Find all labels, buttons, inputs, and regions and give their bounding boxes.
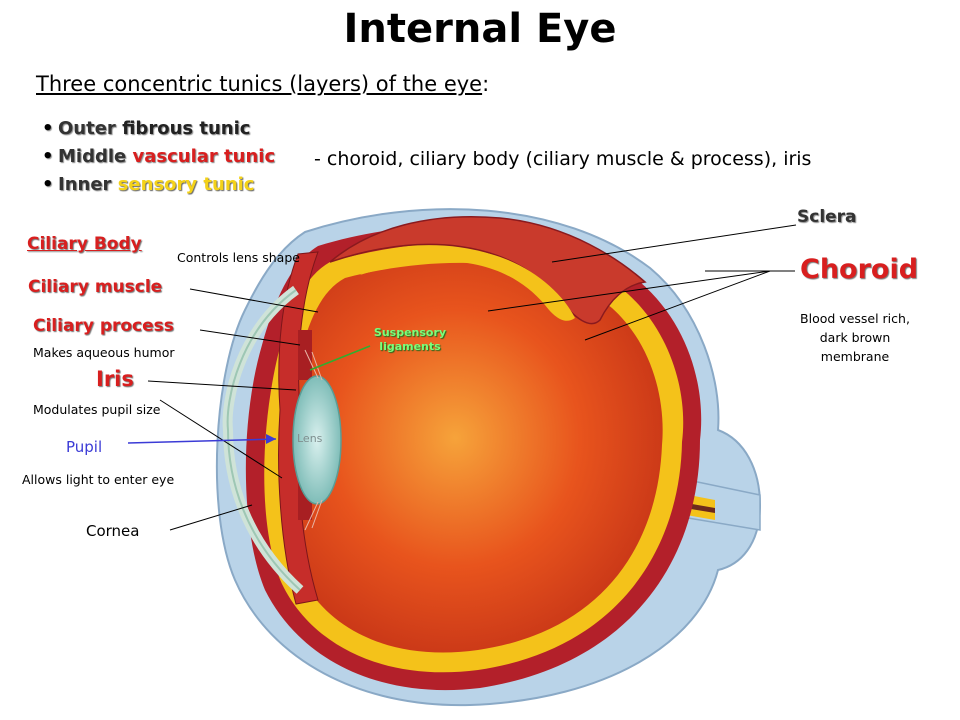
pupil-arrow-icon xyxy=(266,434,276,444)
label-sclera: Sclera xyxy=(797,207,857,227)
tunic-outer-word: Outer xyxy=(58,118,116,139)
bullet-icon: • xyxy=(42,174,54,195)
label-suspensory-2: ligaments xyxy=(379,340,441,353)
label-choroid: Choroid xyxy=(800,254,919,285)
subtitle-text: Three concentric tunics (layers) of the … xyxy=(36,72,483,96)
tunic-outer: •Outer fibrous tunic xyxy=(42,118,250,139)
leader-lines xyxy=(147,224,797,531)
subtitle-colon: : xyxy=(482,72,490,96)
label-ciliary-body: Ciliary Body xyxy=(27,234,142,254)
choroid-desc-line-3: membrane xyxy=(820,349,890,364)
label-cornea: Cornea xyxy=(86,522,140,540)
vitreous-body xyxy=(285,262,663,653)
cornea-edge xyxy=(226,289,301,591)
label-makes-humor: Makes aqueous humor xyxy=(33,345,175,360)
label-ciliary-muscle: Ciliary muscle xyxy=(28,277,163,297)
tunic-middle-term: vascular tunic xyxy=(132,146,276,167)
label-pupil: Pupil xyxy=(66,438,103,456)
middle-tunic-description: - choroid, ciliary body (ciliary muscle … xyxy=(314,148,812,170)
choroid-desc-line-2: dark brown xyxy=(819,330,891,345)
suspensory-fibers xyxy=(304,349,323,531)
label-modulates-pupil: Modulates pupil size xyxy=(33,402,161,417)
bullet-icon: • xyxy=(42,146,54,167)
suspensory-line xyxy=(309,345,371,371)
tunic-inner: •Inner sensory tunic xyxy=(42,174,254,195)
peeled-layers-flap xyxy=(329,216,647,325)
iris-upper xyxy=(298,330,312,380)
label-ciliary-process: Ciliary process xyxy=(33,316,174,336)
bullet-icon: • xyxy=(42,118,54,139)
label-suspensory-ligaments: Suspensory ligaments xyxy=(360,326,460,354)
choroid-desc-line-1: Blood vessel rich, xyxy=(800,311,910,326)
tunic-outer-term: fibrous tunic xyxy=(122,118,251,139)
tunic-inner-word: Inner xyxy=(58,174,112,195)
label-suspensory-1: Suspensory xyxy=(373,326,447,339)
label-choroid-description: Blood vessel rich, dark brown membrane xyxy=(780,309,930,366)
page-title: Internal Eye xyxy=(343,6,617,52)
label-iris: Iris xyxy=(96,367,134,391)
label-controls-lens: Controls lens shape xyxy=(177,250,300,265)
tunic-middle: •Middle vascular tunic xyxy=(42,146,275,167)
tunic-middle-word: Middle xyxy=(58,146,127,167)
label-allows-light: Allows light to enter eye xyxy=(22,472,175,487)
label-lens: Lens xyxy=(297,432,323,445)
tunic-inner-term: sensory tunic xyxy=(117,174,255,195)
subtitle: Three concentric tunics (layers) of the … xyxy=(36,72,489,96)
pupil-line xyxy=(127,438,277,444)
